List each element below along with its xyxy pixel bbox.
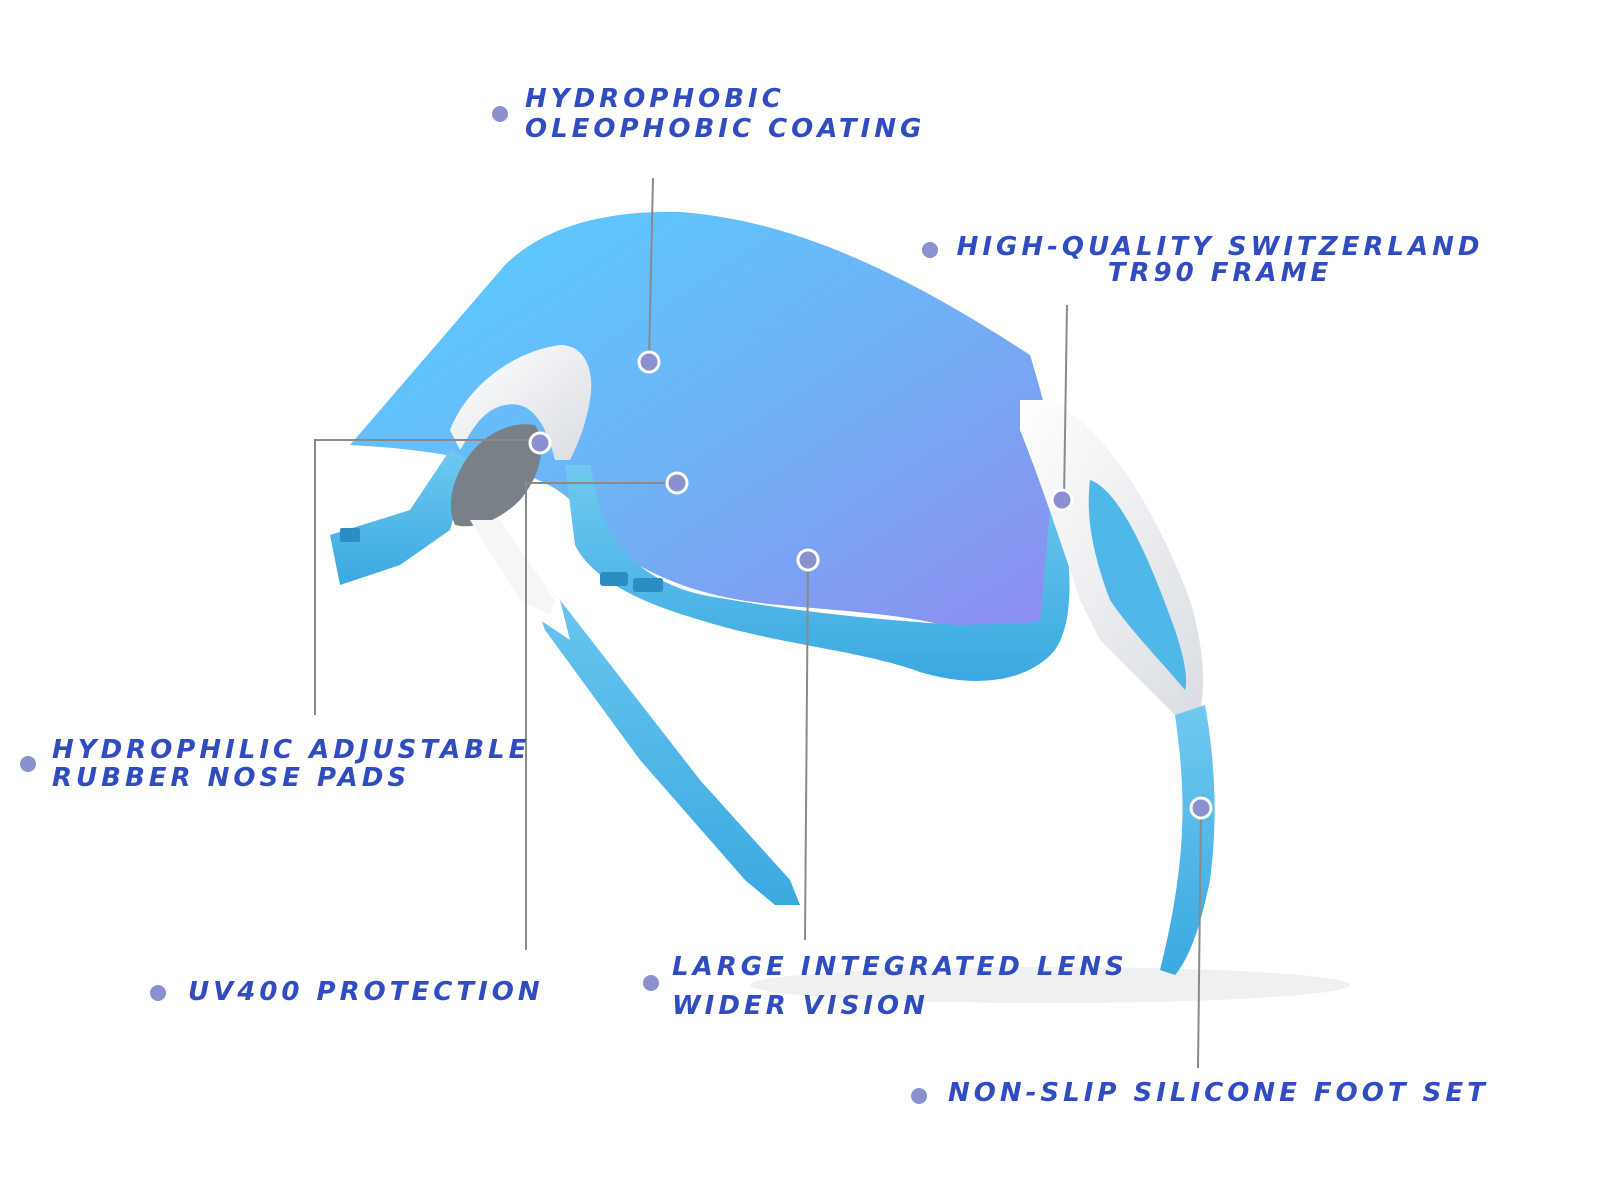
callout-coating: HYDROPHOBIC OLEOPHOBIC COATING <box>525 84 925 144</box>
callout-foot-line1: NON-SLIP SILICONE FOOT SET <box>948 1078 1489 1108</box>
callout-coating-line1: HYDROPHOBIC <box>525 84 785 114</box>
callout-lens-line2: WIDER VISION <box>672 991 929 1021</box>
callout-nose-pads-line2: RUBBER NOSE PADS <box>52 763 411 793</box>
nose-pad <box>450 424 542 527</box>
callout-uv-line1: UV400 PROTECTION <box>188 977 544 1007</box>
bullet-foot <box>911 1088 927 1104</box>
marker-coating <box>637 350 661 374</box>
rim-vent-1 <box>600 572 628 586</box>
callout-nose-pads: HYDROPHILIC ADJUSTABLE RUBBER NOSE PADS <box>52 736 530 792</box>
left-end-piece <box>330 450 470 585</box>
nose-bridge <box>450 345 592 460</box>
callout-frame: HIGH-QUALITY SWITZERLAND TR90 FRAME <box>950 234 1490 286</box>
callout-nose-pads-line1: HYDROPHILIC ADJUSTABLE <box>52 735 531 765</box>
callout-frame-line1: HIGH-QUALITY SWITZERLAND <box>956 232 1484 262</box>
right-hinge-insert <box>1088 480 1187 690</box>
callout-lens: LARGE INTEGRATED LENS WIDER VISION <box>672 948 1128 1026</box>
leader-lines <box>314 177 1202 1069</box>
left-end-vent <box>340 528 360 542</box>
marker-frame <box>1050 488 1074 512</box>
callout-markers <box>528 350 1213 820</box>
bullet-lens <box>643 975 659 991</box>
bullet-uv <box>150 985 166 1001</box>
callout-uv: UV400 PROTECTION <box>188 977 544 1007</box>
callout-lens-line1: LARGE INTEGRATED LENS <box>672 952 1128 982</box>
bullet-coating <box>492 106 508 122</box>
lens-lower-rim <box>565 465 1070 681</box>
callout-frame-line2: TR90 FRAME <box>1107 258 1333 288</box>
marker-nose-pads <box>528 431 552 455</box>
marker-foot <box>1189 796 1213 820</box>
bullet-frame <box>922 242 938 258</box>
marker-lens <box>796 548 820 572</box>
callout-foot: NON-SLIP SILICONE FOOT SET <box>948 1078 1489 1108</box>
right-temple-arm <box>1160 705 1215 975</box>
marker-uv <box>665 471 689 495</box>
rim-vent-2 <box>633 578 663 592</box>
callout-coating-line2: OLEOPHOBIC COATING <box>525 114 926 144</box>
bullet-nose-pads <box>20 756 36 772</box>
lens-shield <box>350 211 1065 630</box>
nose-bridge-lower <box>470 520 555 615</box>
